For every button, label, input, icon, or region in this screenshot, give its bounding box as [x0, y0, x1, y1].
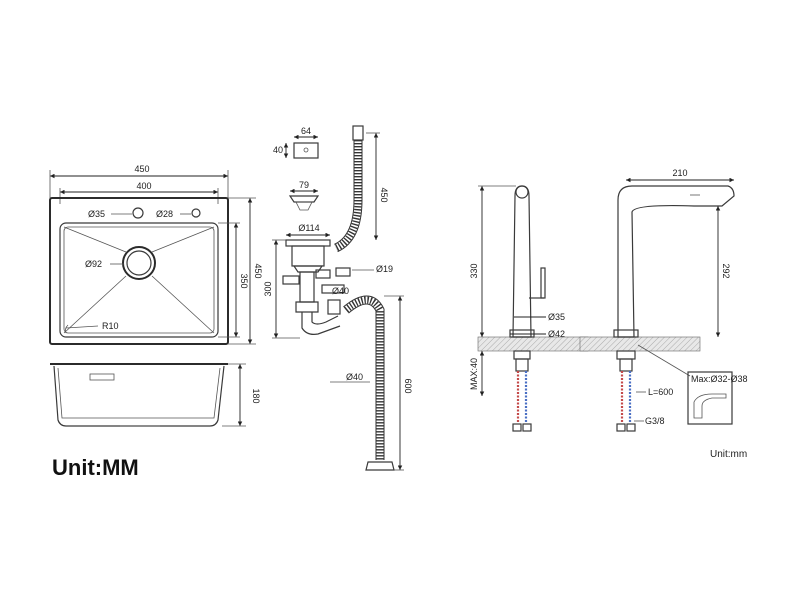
overflow-height: 40 — [273, 145, 283, 155]
stem-diameter: Ø35 — [548, 312, 565, 322]
countertop-left — [477, 336, 589, 352]
spout-height: 292 — [721, 263, 731, 278]
overflow-hose-head — [352, 125, 364, 141]
outlet-length: 600 — [403, 378, 413, 393]
overflow-hose — [334, 140, 362, 252]
dim-width-outer: 450 — [134, 164, 149, 174]
outlet-hose — [343, 296, 384, 460]
faucet-reach: 210 — [672, 168, 687, 178]
tap-hole-35 — [132, 207, 144, 219]
tap-hole-28 — [191, 208, 201, 218]
drain-hole — [122, 246, 156, 280]
small-inlet — [335, 267, 351, 277]
outlet-end — [365, 461, 395, 471]
unit-label-main: Unit:MM — [52, 455, 139, 480]
thread-size: G3/8 — [645, 416, 665, 426]
dim-width-inner: 400 — [136, 181, 151, 191]
spray-head-front — [515, 185, 529, 199]
max-countertop: MAX:40 — [469, 358, 479, 390]
overflow-slot — [89, 373, 115, 381]
strainer-width: 79 — [299, 180, 309, 190]
overflow-width: 64 — [301, 126, 311, 136]
tap-hole-35-label: Ø35 — [88, 209, 105, 219]
dim-depth-inner: 350 — [239, 273, 249, 288]
faucet-front-view: 330 MAX:40 Ø35 Ø42 — [469, 185, 589, 432]
basket-flange — [285, 239, 331, 247]
basket-body — [291, 245, 325, 267]
p-trap — [301, 312, 341, 335]
detail-callout — [687, 371, 733, 425]
faucet-height: 330 — [469, 263, 479, 278]
faucet-side-view: 210 292 L=600 G3/8 Max:Ø32-Ø38 — [579, 168, 748, 432]
faucet-body-side — [617, 185, 735, 338]
detail-label: Max:Ø32-Ø38 — [691, 374, 748, 384]
overflow-cap — [293, 142, 319, 159]
pipe-diameter: Ø40 — [332, 286, 349, 296]
drain-diameter: Ø92 — [85, 259, 102, 269]
pipe-height: 300 — [263, 281, 273, 296]
unit-label-faucet: Unit:mm — [710, 449, 747, 460]
faucet-body-front — [512, 185, 532, 338]
base-diameter: Ø42 — [548, 329, 565, 339]
basket-diameter: Ø114 — [298, 223, 319, 233]
outlet-diameter: Ø40 — [346, 372, 363, 382]
countertop-right — [579, 336, 701, 352]
hose-length: 450 — [379, 187, 389, 202]
sink-bowl — [59, 222, 219, 338]
dim-depth-outer: 450 — [253, 263, 263, 278]
sink-rim — [49, 197, 229, 345]
sink-side-view: 180 — [50, 363, 261, 427]
drain-kit: 64 40 79 450 Ø114 Ø19 — [263, 125, 413, 471]
handle-front — [540, 267, 546, 299]
hose-length-label: L=600 — [648, 387, 673, 397]
corner-radius: R10 — [102, 321, 119, 331]
small-inlet-diameter: Ø19 — [376, 264, 393, 274]
dim-height: 180 — [251, 388, 261, 403]
sink-top-view: 450 400 Ø92 Ø35 Ø28 R10 45 — [49, 164, 263, 345]
tap-hole-28-label: Ø28 — [156, 209, 173, 219]
strainer — [288, 195, 320, 203]
